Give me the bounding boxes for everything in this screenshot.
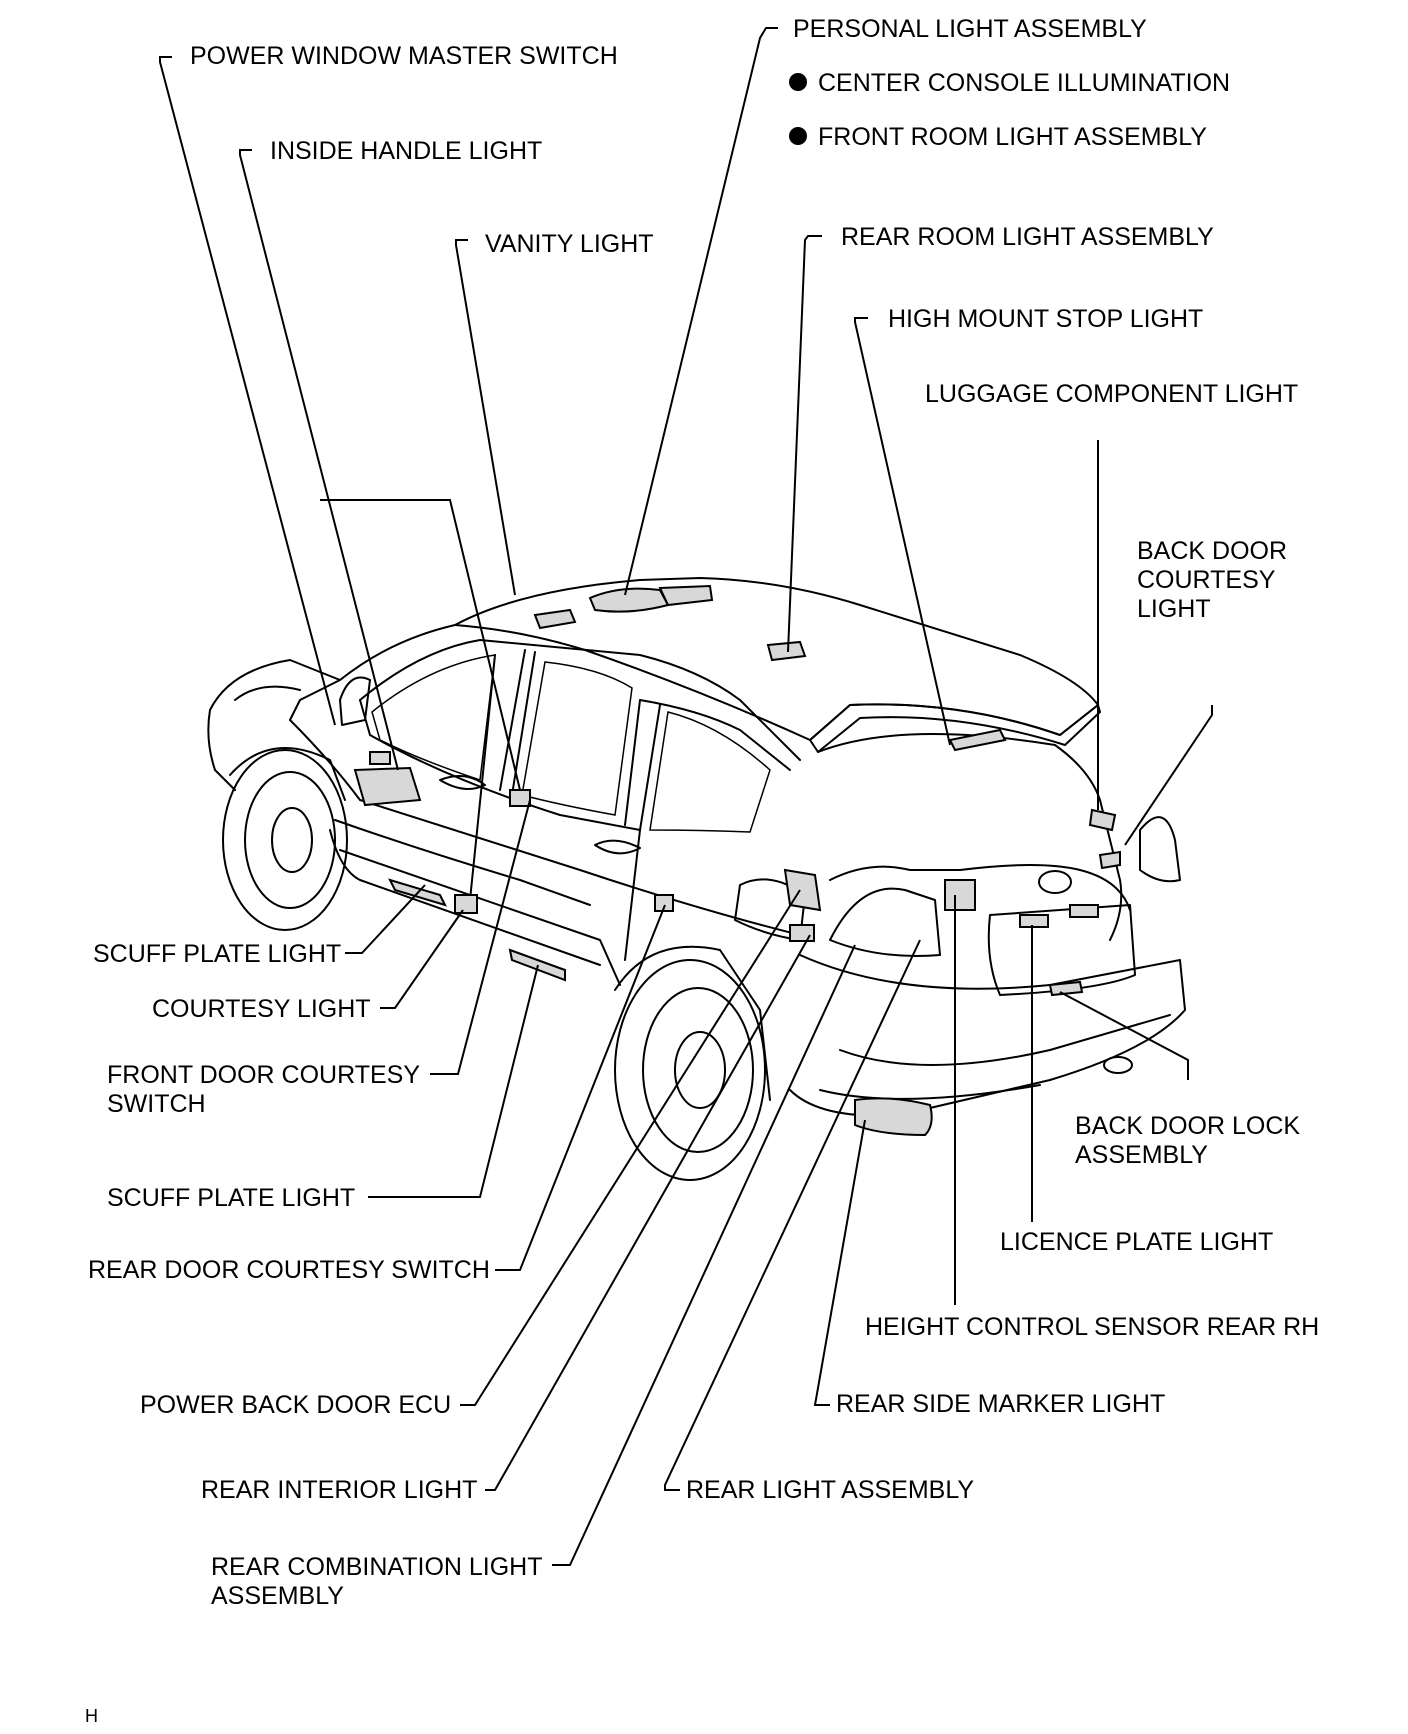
label-high-mount-stop: HIGH MOUNT STOP LIGHT bbox=[888, 305, 1203, 333]
inside-handle-light-part bbox=[369, 751, 391, 765]
label-front-door-switch: SWITCH bbox=[107, 1090, 206, 1118]
front-room-light-part bbox=[658, 584, 714, 607]
rear-room-light-part bbox=[766, 640, 807, 662]
label-back-door-lock: ASSEMBLY bbox=[1075, 1141, 1208, 1169]
label-front-room-light: FRONT ROOM LIGHT ASSEMBLY bbox=[818, 123, 1207, 151]
label-rear-side-marker: REAR SIDE MARKER LIGHT bbox=[836, 1390, 1165, 1418]
label-rear-interior: REAR INTERIOR LIGHT bbox=[201, 1476, 477, 1504]
label-rear-combination: REAR COMBINATION LIGHT bbox=[211, 1553, 543, 1581]
component-parts bbox=[353, 584, 1121, 997]
label-scuff-plate-front: SCUFF PLATE LIGHT bbox=[93, 940, 341, 968]
label-power-window-master: POWER WINDOW MASTER SWITCH bbox=[190, 42, 618, 70]
label-courtesy-light: COURTESY LIGHT bbox=[152, 995, 371, 1023]
vanity-light-part bbox=[533, 608, 577, 630]
height-sensor-part bbox=[944, 879, 976, 911]
label-back-door-courtesy: COURTESY bbox=[1137, 566, 1276, 594]
labels: PERSONAL LIGHT ASSEMBLY CENTER CONSOLE I… bbox=[85, 15, 1319, 1726]
label-back-door-courtesy: BACK DOOR bbox=[1137, 537, 1287, 565]
licence-plate-light-part-2 bbox=[1069, 904, 1099, 918]
rear-interior-light-part bbox=[789, 924, 815, 942]
luggage-light-part bbox=[1098, 850, 1121, 870]
back-door-lock-part bbox=[1048, 980, 1084, 997]
label-rear-room-light: REAR ROOM LIGHT ASSEMBLY bbox=[841, 223, 1214, 251]
licence-plate-light-part bbox=[1019, 914, 1049, 928]
back-door-courtesy-part bbox=[1088, 808, 1117, 832]
label-licence-plate: LICENCE PLATE LIGHT bbox=[1000, 1228, 1273, 1256]
bullet-icon bbox=[789, 127, 807, 145]
front-door-switch-part bbox=[509, 789, 531, 807]
label-inside-handle-light: INSIDE HANDLE LIGHT bbox=[270, 137, 542, 165]
courtesy-light-part bbox=[454, 894, 478, 914]
label-rear-combination: ASSEMBLY bbox=[211, 1582, 344, 1610]
label-rear-door-switch: REAR DOOR COURTESY SWITCH bbox=[88, 1256, 490, 1284]
personal-light-part bbox=[588, 587, 670, 613]
label-back-door-courtesy: LIGHT bbox=[1137, 595, 1211, 623]
label-scuff-plate-rear: SCUFF PLATE LIGHT bbox=[107, 1184, 355, 1212]
leader-lines bbox=[159, 27, 1213, 1566]
vehicle-illustration bbox=[207, 577, 1186, 1181]
label-front-door-switch: FRONT DOOR COURTESY bbox=[107, 1061, 420, 1089]
label-back-door-lock: BACK DOOR LOCK bbox=[1075, 1112, 1300, 1140]
label-personal-light: PERSONAL LIGHT ASSEMBLY bbox=[793, 15, 1147, 43]
label-vanity-light: VANITY LIGHT bbox=[485, 230, 654, 258]
rear-door-switch-part bbox=[654, 894, 674, 912]
corner-code: H bbox=[85, 1706, 98, 1726]
label-rear-light-assy: REAR LIGHT ASSEMBLY bbox=[686, 1476, 974, 1504]
bullet-icon bbox=[789, 73, 807, 91]
label-center-console: CENTER CONSOLE ILLUMINATION bbox=[818, 69, 1230, 97]
label-power-back-door-ecu: POWER BACK DOOR ECU bbox=[140, 1391, 451, 1419]
label-luggage-component: LUGGAGE COMPONENT LIGHT bbox=[925, 380, 1298, 408]
label-height-control: HEIGHT CONTROL SENSOR REAR RH bbox=[865, 1313, 1319, 1341]
high-mount-stop-part bbox=[948, 728, 1007, 752]
power-window-switch-part bbox=[353, 766, 422, 807]
